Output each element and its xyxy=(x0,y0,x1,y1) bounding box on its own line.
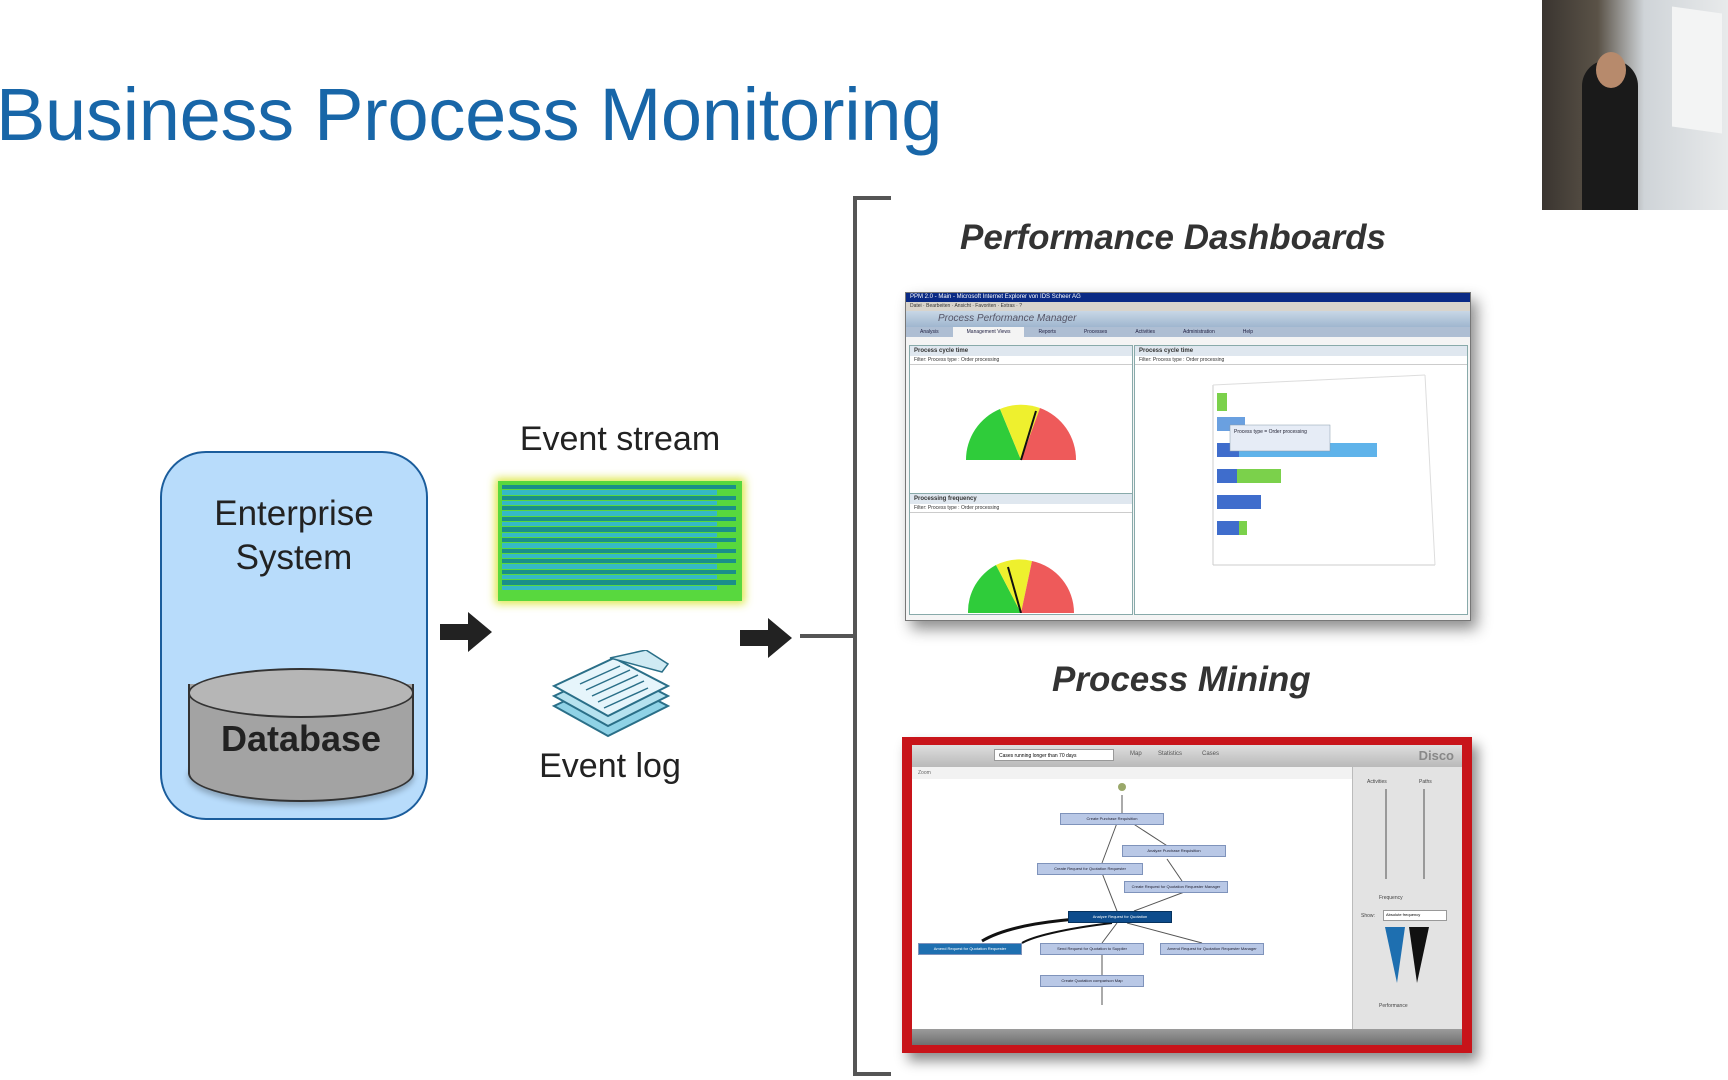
ppm-tab[interactable]: Analysis xyxy=(920,329,939,335)
ppm-dashboard-screenshot: PPM 2.0 - Main - Microsoft Internet Expl… xyxy=(905,292,1471,621)
disco-toolbar: Cases running longer than 70 days Map St… xyxy=(912,745,1462,767)
database-label: Database xyxy=(220,718,382,759)
ppm-panel-cycle-gauge: Process cycle time Filter: Process type … xyxy=(909,345,1133,495)
disco-tab-cases[interactable]: Cases xyxy=(1202,751,1220,757)
ppm-panel-filter: Filter: Process type : Order processing xyxy=(910,356,1132,365)
ppm-panel-cycle-bars: Process cycle time Filter: Process type … xyxy=(1134,345,1468,615)
chart-tooltip: Process type = Order processing xyxy=(1234,429,1307,435)
ppm-tabs: Analysis Management Views Reports Proces… xyxy=(906,327,1470,337)
process-node[interactable]: Send Request for Quotation to Supplier xyxy=(1040,943,1144,955)
disco-window: Cases running longer than 70 days Map St… xyxy=(912,745,1462,1045)
disco-filter-field[interactable]: Cases running longer than 70 days xyxy=(994,749,1114,761)
ppm-panel-title: Process cycle time xyxy=(1135,346,1467,356)
performance-label: Performance xyxy=(1379,1003,1408,1009)
bar-chart-3d: Process type = Order processing xyxy=(1212,374,1436,566)
show-label: Show: xyxy=(1361,913,1375,919)
slide-title: Business Process Monitoring xyxy=(0,73,943,156)
presenter-head xyxy=(1596,52,1626,88)
activities-slider[interactable] xyxy=(1385,789,1387,879)
process-node[interactable]: Create Request for Quotation Requester M… xyxy=(1124,881,1228,893)
process-node[interactable]: Amend Request for Quotation Requester xyxy=(918,943,1022,955)
disco-tab-map[interactable]: Map xyxy=(1130,751,1142,757)
ppm-panel-title: Process cycle time xyxy=(910,346,1132,356)
ppm-app-title: Process Performance Manager xyxy=(906,311,1470,327)
ppm-tab[interactable]: Management Views xyxy=(952,327,1025,337)
process-node[interactable]: Amend Request for Quotation Requester Ma… xyxy=(1160,943,1264,955)
gauge-chart xyxy=(965,404,1077,461)
process-node[interactable]: Analyze Request for Quotation xyxy=(1068,911,1172,923)
slider-label: Paths xyxy=(1419,779,1432,785)
arrow-right-icon xyxy=(440,612,492,652)
show-dropdown-value: Absolute frequency xyxy=(1386,912,1421,917)
projection-screen xyxy=(1672,6,1722,134)
frequency-label: Frequency xyxy=(1379,895,1403,901)
show-dropdown[interactable]: Absolute frequency xyxy=(1383,910,1447,921)
frequency-legend xyxy=(1385,927,1429,983)
enterprise-system-label: Enterprise System xyxy=(214,494,374,577)
ppm-tab[interactable]: Help xyxy=(1242,329,1254,335)
process-mining-title: Process Mining xyxy=(1052,660,1311,699)
slider-label: Activities xyxy=(1367,779,1387,785)
paths-slider[interactable] xyxy=(1423,789,1425,879)
ppm-tab[interactable]: Processes xyxy=(1083,329,1108,335)
ppm-tab[interactable]: Reports xyxy=(1038,329,1056,335)
ppm-tab[interactable]: Activities xyxy=(1135,329,1156,335)
event-log-label: Event log xyxy=(539,747,681,785)
ppm-window-title: PPM 2.0 - Main - Microsoft Internet Expl… xyxy=(906,293,1470,302)
bracket xyxy=(853,196,891,1076)
ppm-menubar: Datei · Bearbeiten · Ansicht · Favoriten… xyxy=(906,302,1470,311)
ppm-panel-title: Processing frequency xyxy=(910,494,1132,504)
process-node[interactable]: Create Quotation comparison Map xyxy=(1040,975,1144,987)
performance-dashboards-title: Performance Dashboards xyxy=(960,218,1386,257)
event-log-icon xyxy=(551,650,671,738)
process-node[interactable]: Create Request for Quotation Requester xyxy=(1037,863,1143,875)
ppm-panel-filter: Filter: Process type : Order processing xyxy=(1135,356,1467,365)
event-stream-image xyxy=(498,481,742,601)
process-node[interactable]: Analyze Purchase Requisition xyxy=(1122,845,1226,857)
ppm-panel-filter: Filter: Process type : Order processing xyxy=(910,504,1132,513)
disco-tab-statistics[interactable]: Statistics xyxy=(1158,751,1183,757)
disco-logo: Disco xyxy=(1418,748,1454,763)
ppm-tab[interactable]: Administration xyxy=(1183,329,1215,335)
bracket-connector xyxy=(800,634,856,638)
disco-screenshot: Cases running longer than 70 days Map St… xyxy=(902,737,1472,1053)
disco-side-panel: Activities Paths Frequency Show: Absolut… xyxy=(1352,767,1462,1029)
presenter-video-thumbnail xyxy=(1542,0,1728,210)
process-node[interactable]: Create Purchase Requisition xyxy=(1060,813,1164,825)
disco-bottom-bar xyxy=(912,1029,1462,1045)
arrow-right-icon xyxy=(740,618,792,658)
gauge-chart xyxy=(967,559,1075,614)
ppm-panel-frequency-gauge: Processing frequency Filter: Process typ… xyxy=(909,493,1133,615)
database-cylinder-top xyxy=(188,668,414,718)
event-stream-label: Event stream xyxy=(519,420,721,458)
disco-zoom-bar[interactable]: Zoom xyxy=(912,767,1418,779)
